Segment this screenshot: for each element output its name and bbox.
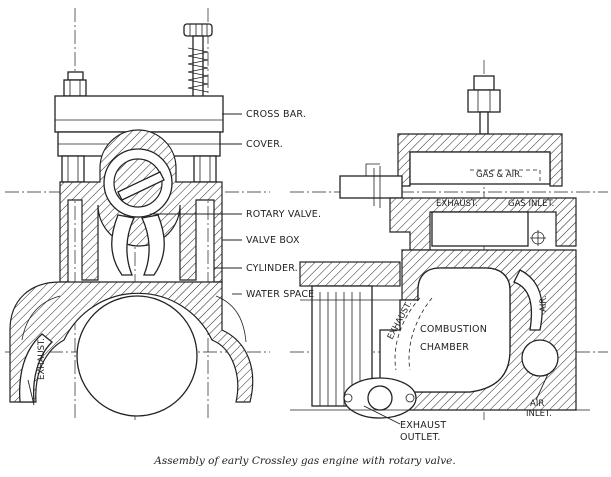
right-section-view xyxy=(290,60,608,420)
figure-caption: Assembly of early Crossley gas engine wi… xyxy=(153,455,455,467)
valve-spindle xyxy=(339,175,403,199)
label-cylinder: CYLINDER. xyxy=(246,263,298,274)
label-cross-bar: CROSS BAR. xyxy=(246,109,306,120)
leader-lines xyxy=(150,113,549,425)
combustion-chamber xyxy=(379,267,511,393)
exhaust-outlet-flange xyxy=(343,377,417,419)
label-exhaust-top: EXHAUST. xyxy=(436,199,478,209)
label-valve-box: VALVE BOX xyxy=(246,235,300,246)
label-air: AIR. xyxy=(539,295,549,312)
cylinder-barrel xyxy=(299,261,401,287)
label-gas-inlet: GAS INLET. xyxy=(508,199,554,209)
label-cover: COVER. xyxy=(246,139,283,150)
air-inlet-port xyxy=(521,339,559,377)
cross-bar xyxy=(54,95,224,133)
label-combustion: COMBUSTION xyxy=(420,324,487,335)
label-water-space: WATER SPACE xyxy=(246,289,314,300)
label-exhaust-outlet-2: OUTLET. xyxy=(400,432,441,443)
label-air-inlet-1: AIR xyxy=(530,399,544,409)
cylinder-casting xyxy=(9,281,254,403)
right-valve-box xyxy=(389,197,577,251)
rotary-valve xyxy=(103,148,173,218)
cylinder-bore xyxy=(76,295,198,417)
label-air-inlet-2: INLET. xyxy=(526,409,552,419)
label-chamber: CHAMBER xyxy=(420,342,469,353)
label-exhaust-left: EXHAUST. xyxy=(37,338,47,380)
label-exhaust-outlet-1: EXHAUST xyxy=(400,420,446,431)
label-rotary-valve: ROTARY VALVE. xyxy=(246,209,321,220)
left-section-view xyxy=(5,8,270,420)
label-gas-air: GAS & AIR. xyxy=(476,170,522,180)
left-bolt-nut xyxy=(63,71,87,97)
